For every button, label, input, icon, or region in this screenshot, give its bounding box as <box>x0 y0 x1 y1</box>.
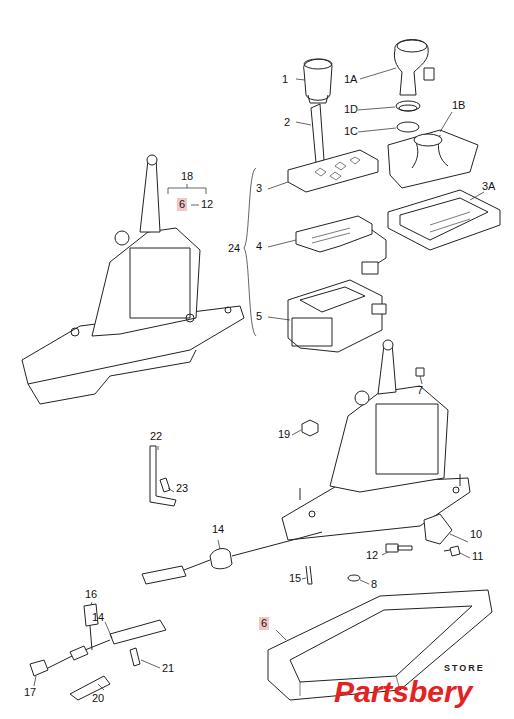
washer <box>348 575 360 581</box>
callout-number: 10 <box>470 528 482 541</box>
callout-number: 2 <box>284 116 290 129</box>
callout-number: 8 <box>371 578 377 591</box>
ring <box>396 101 420 111</box>
callout-number: 19 <box>278 428 290 441</box>
shift-cable <box>30 604 166 700</box>
bolt <box>160 478 170 492</box>
dash <box>191 205 199 206</box>
callout-number: 6 <box>177 198 187 211</box>
indicator-board <box>296 216 372 252</box>
callout-number: 7 <box>417 384 423 397</box>
shift-cable <box>142 532 322 584</box>
shift-boot <box>388 130 478 188</box>
clip <box>306 566 312 584</box>
callout-number: 23 <box>176 482 188 495</box>
leader-lines <box>34 68 484 690</box>
callout-number: 1B <box>452 99 465 112</box>
callout-number: 11 <box>472 550 483 563</box>
callout-number: 21 <box>162 662 174 675</box>
shift-cover <box>288 280 386 352</box>
callout-number: 3A <box>482 180 495 193</box>
watermark: Partsbery <box>334 676 472 708</box>
callout-number: 6 <box>259 617 269 630</box>
callout-number: 1D <box>344 103 358 116</box>
callout-number: 18 <box>181 170 193 183</box>
nut <box>302 420 318 436</box>
callout-number: 22 <box>150 430 162 443</box>
callout-number: 20 <box>92 692 104 705</box>
watermark: STORE <box>444 662 485 675</box>
gear-knob <box>304 59 332 103</box>
callout-number: 4 <box>256 240 262 253</box>
callout-number: 17 <box>24 686 36 699</box>
callout-number: 14 <box>212 523 224 536</box>
callout-number: 1A <box>344 73 357 86</box>
callout-number: 24 <box>228 242 240 255</box>
callout-number: 12 <box>201 198 213 211</box>
ring <box>397 122 419 132</box>
cover-plate <box>288 150 378 192</box>
callout-number: 1C <box>344 125 358 138</box>
screw <box>444 546 460 556</box>
shift-mechanism <box>22 155 244 404</box>
callout-number: 12 <box>366 549 378 562</box>
trim-frame <box>388 190 500 250</box>
callout-number: 15 <box>289 572 301 585</box>
bracket <box>150 446 176 506</box>
gear-knob-leather <box>394 40 434 95</box>
callout-number: 14 <box>92 611 104 624</box>
bolt <box>386 544 412 552</box>
callout-number: 1 <box>282 73 288 86</box>
callout-number: 5 <box>256 310 262 323</box>
callout-number: 16 <box>85 588 97 601</box>
callout-number: 3 <box>256 182 262 195</box>
shift-mechanism <box>282 340 470 544</box>
shaft <box>311 104 324 163</box>
